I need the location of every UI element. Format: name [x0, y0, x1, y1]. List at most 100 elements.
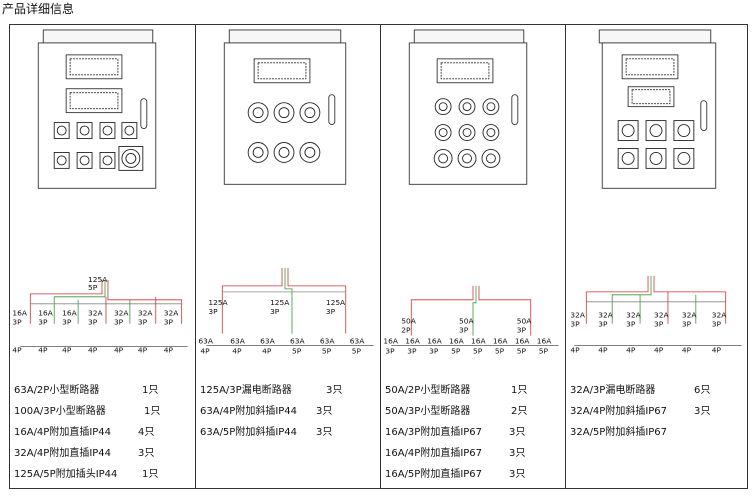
- output-poles: 5P: [292, 347, 302, 356]
- branch-rating: 32A: [570, 311, 585, 320]
- output-rating: 16A: [405, 337, 420, 346]
- branch-poles: 3P: [626, 320, 636, 329]
- output-poles: 3P: [407, 347, 417, 356]
- branch-rating: 32A: [654, 311, 669, 320]
- output-poles: 5P: [473, 347, 483, 356]
- branch-poles: 3P: [138, 318, 148, 327]
- output-rating: 16A: [427, 337, 442, 346]
- branch-poles: 3P: [88, 318, 98, 327]
- branch-rating: 32A: [164, 309, 179, 318]
- panel-4-diagram: 32A 3P 4P 32A 3P 4P 32A 3P 4P 32A 3P 4P …: [570, 29, 742, 355]
- output-rating: 16A: [537, 337, 552, 346]
- output-poles: 4P: [232, 347, 242, 356]
- panel-4: 32A 3P 4P 32A 3P 4P 32A 3P 4P 32A 3P 4P …: [565, 25, 748, 488]
- output-rating: 63A: [230, 337, 245, 346]
- branch-poles: 3P: [570, 320, 580, 329]
- branch-poles: 3P: [12, 318, 22, 327]
- output-poles: 5P: [322, 347, 332, 356]
- branch-rating: 50A: [401, 317, 416, 326]
- output-poles: 3P: [429, 347, 439, 356]
- panel-1: 125A 5P 16A 3P 4P 16A 3P 4P 16A 3P 4P 32…: [10, 25, 195, 488]
- branch-rating: 125A: [208, 298, 228, 307]
- branch-rating: 32A: [138, 309, 153, 318]
- branch-labels-3: 50A 2P 50A 3P 50A 3P: [401, 317, 532, 335]
- output-rating: 63A: [198, 337, 213, 346]
- branch-out: 4P: [62, 346, 72, 355]
- distribution-box-3: [408, 29, 528, 185]
- wiring-3: [391, 285, 559, 347]
- branch-rating: 32A: [88, 309, 103, 318]
- socket-icons-4: [617, 120, 695, 169]
- wiring-1: [20, 279, 188, 348]
- branch-out: 4P: [138, 346, 148, 355]
- output-poles: 5P: [451, 347, 461, 356]
- branch-poles: 3P: [654, 320, 664, 329]
- branch-poles: 3P: [208, 307, 218, 316]
- branch-out: 4P: [12, 346, 22, 355]
- output-rating: 16A: [471, 337, 486, 346]
- output-poles: 5P: [539, 347, 549, 356]
- branch-rating: 32A: [626, 311, 641, 320]
- branch-poles: 3P: [517, 326, 527, 335]
- output-rating: 16A: [383, 337, 398, 346]
- branch-poles: 3P: [114, 318, 124, 327]
- branch-poles: 3P: [62, 318, 72, 327]
- branch-labels-1: 16A 3P 4P 16A 3P 4P 16A 3P 4P 32A 3P 4P …: [12, 309, 179, 355]
- branch-poles: 2P: [401, 326, 411, 335]
- branch-labels-4: 32A 3P 4P 32A 3P 4P 32A 3P 4P 32A 3P 4P …: [570, 311, 727, 355]
- branch-out: 4P: [712, 346, 722, 355]
- branch-rating: 32A: [598, 311, 613, 320]
- branch-out: 4P: [88, 346, 98, 355]
- panel-3: 50A 2P 50A 3P 50A 3P 16A 3P 16A 3P 16A 3…: [380, 25, 566, 488]
- output-rating: 63A: [290, 337, 305, 346]
- output-labels-2: 63A 4P 63A 4P 63A 4P 63A 5P 63A 5P 63A 5…: [198, 337, 365, 356]
- branch-poles: 3P: [270, 307, 280, 316]
- output-poles: 5P: [495, 347, 505, 356]
- panel-2: 125A 3P 125A 3P 125A 3P 63A 4P 63A 4P 63…: [195, 25, 381, 488]
- branch-rating: 16A: [62, 309, 77, 318]
- branch-poles: 3P: [164, 318, 174, 327]
- socket-icons-1: [53, 122, 144, 171]
- wiring-4: [574, 275, 742, 347]
- branch-rating: 32A: [114, 309, 129, 318]
- branch-poles: 3P: [459, 326, 469, 335]
- main-breaker-poles-1: 5P: [88, 283, 98, 292]
- distribution-box-2: [223, 29, 347, 185]
- panel-3-diagram: 50A 2P 50A 3P 50A 3P 16A 3P 16A 3P 16A 3…: [383, 29, 559, 356]
- branch-poles: 3P: [38, 318, 48, 327]
- branch-rating: 16A: [38, 309, 53, 318]
- branch-poles: 3P: [712, 320, 722, 329]
- branch-rating: 125A: [326, 298, 346, 307]
- branch-out: 4P: [682, 346, 692, 355]
- branch-rating: 50A: [517, 317, 532, 326]
- product-panels: 125A 5P 16A 3P 4P 16A 3P 4P 16A 3P 4P 32…: [9, 24, 748, 489]
- main-breaker-rating-1: 125A: [88, 275, 108, 284]
- output-rating: 16A: [515, 337, 530, 346]
- output-labels-3: 16A 3P 16A 3P 16A 3P 16A 5P 16A 5P 16A 5…: [383, 337, 552, 356]
- panel-1-diagram: 125A 5P 16A 3P 4P 16A 3P 4P 16A 3P 4P 32…: [12, 29, 188, 355]
- branch-out: 4P: [626, 346, 636, 355]
- output-rating: 16A: [449, 337, 464, 346]
- output-rating: 63A: [320, 337, 335, 346]
- branch-rating: 32A: [682, 311, 697, 320]
- wiring-2: [206, 267, 374, 347]
- branch-rating: 50A: [459, 317, 474, 326]
- output-rating: 63A: [260, 337, 275, 346]
- branch-out: 4P: [654, 346, 664, 355]
- output-rating: 16A: [493, 337, 508, 346]
- branch-out: 4P: [570, 346, 580, 355]
- branch-out: 4P: [38, 346, 48, 355]
